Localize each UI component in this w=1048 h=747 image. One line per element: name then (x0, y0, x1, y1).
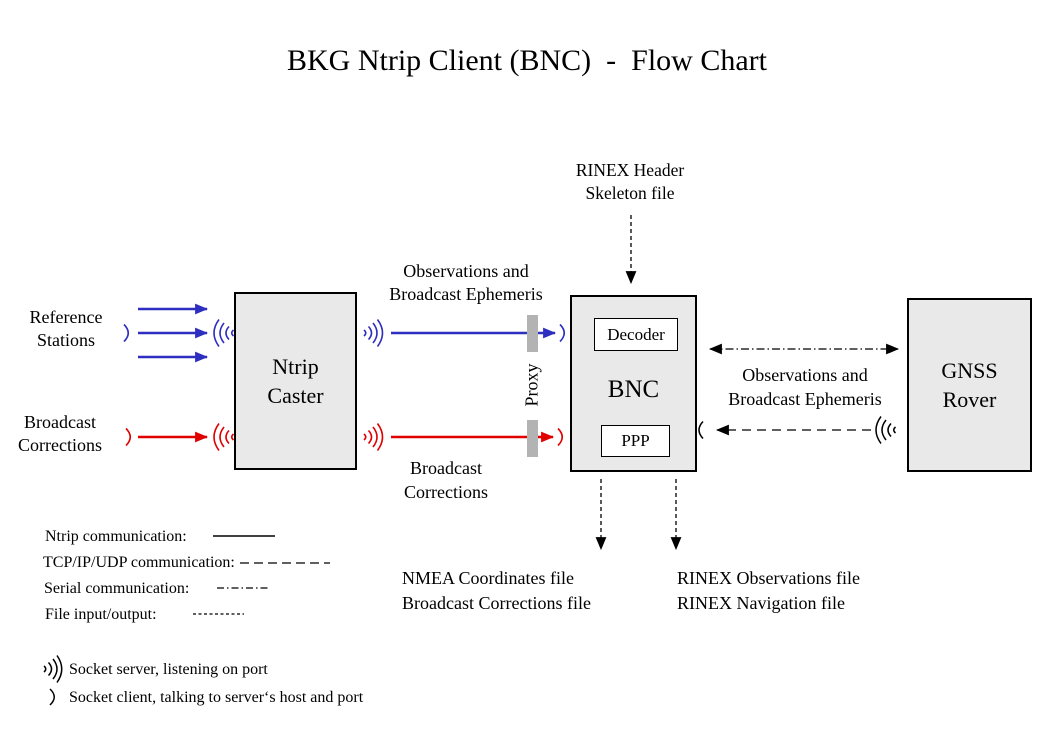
socket-client-bnc-black-icon (698, 420, 704, 440)
legend-file-io-label: File input/output: (45, 606, 157, 623)
page-title: BKG Ntrip Client (BNC) - Flow Chart (287, 44, 767, 77)
bnc-label: BNC (607, 376, 660, 403)
legend-serial-label: Serial communication: (44, 580, 190, 597)
socket-server-caster-left-red-icon (213, 423, 235, 451)
legend-socket-server-label: Socket server, listening on port (69, 661, 268, 678)
gnss-rover-box: GNSS Rover (907, 298, 1032, 472)
socket-client-corrections-icon (125, 427, 132, 447)
socket-client-bnc-blue-icon (559, 323, 566, 343)
legend-ntrip-label: Ntrip communication: (45, 528, 187, 545)
ntrip-caster-label-line1: Ntrip (272, 354, 319, 379)
socket-client-bnc-red-icon (557, 427, 564, 447)
legend-socket-client-icon (49, 688, 55, 706)
proxy-bar-bottom (527, 420, 538, 457)
rinex-header-skeleton-label: RINEX Header Skeleton file (575, 160, 685, 203)
reference-to-caster-arrows (138, 303, 209, 363)
gnss-rover-label-line1: GNSS (941, 358, 998, 383)
socket-server-caster-right-blue-icon (363, 319, 384, 347)
ntrip-caster-box: Ntrip Caster (234, 292, 357, 470)
ppp-label: PPP (621, 431, 650, 450)
observations-ephemeris-rover-label: Observations and Broadcast Ephemeris (728, 365, 882, 409)
socket-server-rover-icon (875, 416, 897, 444)
socket-server-caster-right-red-icon (363, 423, 384, 451)
proxy-bar-top (527, 315, 538, 352)
observations-ephemeris-caster-label: Observations and Broadcast Ephemeris (389, 261, 543, 304)
reference-stations-label: Reference Stations (29, 307, 103, 350)
legend-tcp-label: TCP/IP/UDP communication: (43, 554, 235, 571)
proxy-label: Proxy (521, 363, 542, 407)
rinex-outputs-label: RINEX Observations file RINEX Navigation… (677, 568, 860, 613)
broadcast-corrections-stream-label: Broadcast Corrections (404, 458, 488, 502)
ntrip-caster-label-line2: Caster (267, 383, 324, 408)
socket-server-caster-left-blue-icon (213, 319, 235, 347)
bnc-output-arrows (595, 479, 682, 551)
gnss-rover-label-line2: Rover (942, 387, 997, 412)
legend-socket-client-label: Socket client, talking to server‘s host … (69, 689, 364, 706)
bnc-box: Decoder BNC PPP (570, 295, 697, 472)
socket-client-reference-icon (123, 323, 130, 343)
decoder-box: Decoder (594, 318, 678, 351)
nmea-outputs-label: NMEA Coordinates file Broadcast Correcti… (402, 568, 591, 613)
ppp-box: PPP (601, 425, 670, 457)
legend-socket-server-icon (43, 655, 63, 683)
decoder-label: Decoder (607, 324, 665, 344)
broadcast-corrections-input-label: Broadcast Corrections (18, 412, 102, 455)
